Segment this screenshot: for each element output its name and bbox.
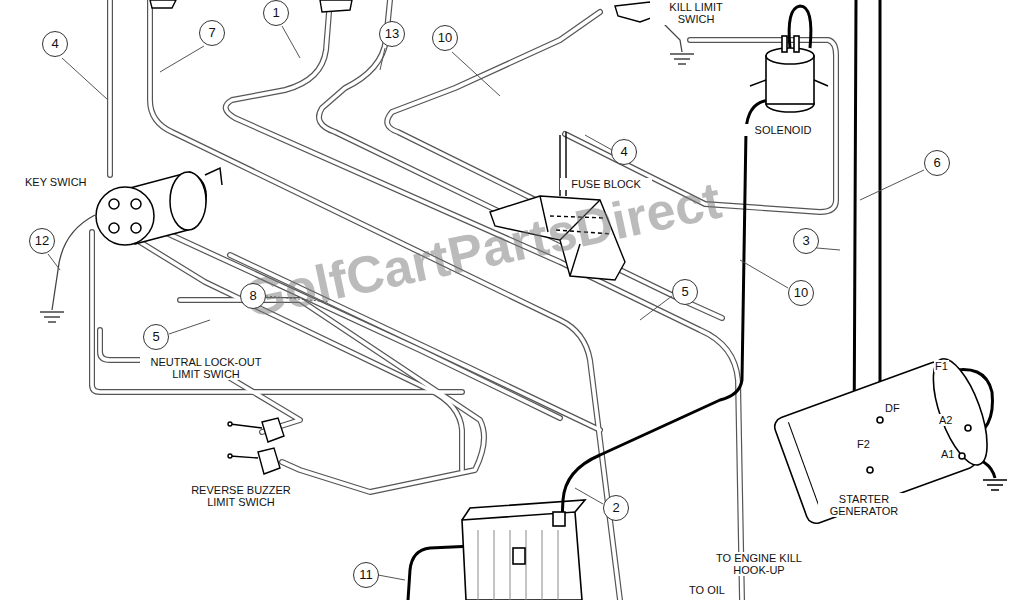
terminal-label: F2 (856, 438, 871, 450)
wiring-part (170, 172, 206, 230)
callout-number: 6 (924, 150, 950, 176)
wiring-part (52, 215, 95, 310)
wiring-part (877, 417, 883, 423)
callout-number: 3 (793, 228, 819, 254)
part-label: STARTER GENERATOR (818, 493, 910, 517)
wiring-part (782, 36, 787, 52)
wiring-part (150, 0, 620, 600)
wiring-part (452, 52, 500, 96)
wiring-part (750, 80, 828, 86)
wiring-part (380, 48, 385, 70)
wiring-part (575, 488, 603, 504)
wiring-part (922, 352, 998, 471)
part-label: TO ENGINE KILL HOOK-UP (708, 552, 810, 576)
solenoid (750, 36, 828, 112)
callout-number: 2 (603, 495, 629, 521)
terminal-label: DF (884, 402, 901, 414)
wiring-part (48, 254, 60, 270)
wiring-part (462, 500, 585, 520)
wiring-part (131, 199, 141, 209)
leader-lines (48, 26, 924, 580)
callout-number: 4 (611, 139, 637, 165)
wiring-part (100, 330, 300, 432)
wiring-part (180, 300, 484, 492)
wiring-part (965, 425, 971, 431)
wiring-part (109, 199, 119, 209)
wiring-part (228, 454, 232, 458)
terminal-label: F1 (934, 360, 949, 372)
wiring-part (879, 0, 882, 418)
wiring-part (226, 0, 742, 600)
starter-generator (772, 352, 998, 526)
callout-number: 1 (263, 0, 289, 26)
wiring-part (478, 530, 558, 600)
wiring-part (100, 330, 300, 432)
wiring-part (320, 0, 352, 12)
part-label: KEY SWICH (24, 176, 106, 188)
wiring-part (513, 548, 525, 564)
terminal-label: A2 (938, 414, 953, 426)
callout-number: 10 (788, 280, 814, 306)
wiring-part (226, 0, 742, 600)
wiring-part (860, 170, 924, 200)
wiring-part (262, 418, 284, 442)
callout-number: 12 (29, 228, 55, 254)
wiring-part (131, 223, 141, 233)
wiring-part (640, 296, 672, 320)
callout-number: 11 (353, 562, 379, 588)
callout-number: 10 (432, 25, 458, 51)
wiring-part (670, 54, 694, 64)
callout-number: 7 (199, 20, 225, 46)
limit-switches (228, 418, 284, 474)
ground-symbol (983, 480, 1007, 490)
wire-harness (92, 0, 836, 600)
wiring-part (150, 0, 176, 8)
wiring-part (772, 352, 998, 526)
wiring-part (109, 223, 119, 233)
wiring-part (108, 0, 112, 175)
wiring-part (766, 48, 814, 64)
wiring-part (40, 312, 64, 322)
part-label: NEUTRAL LOCK-OUT LIMIT SWICH (140, 356, 272, 380)
part-label: REVERSE BUZZER LIMIT SWICH (180, 484, 302, 508)
callout-number: 5 (672, 279, 698, 305)
battery-cables (408, 0, 995, 600)
terminal-label: A1 (940, 448, 955, 460)
callout-number: 13 (379, 21, 405, 47)
wiring-part (585, 135, 612, 150)
wiring-part (867, 467, 873, 473)
wiring-part (553, 512, 565, 526)
wiring-part (258, 448, 280, 474)
callout-number: 5 (143, 324, 169, 350)
battery (462, 500, 585, 600)
wiring-part (96, 187, 154, 245)
wiring-part (228, 422, 232, 426)
wiring-part (562, 100, 772, 520)
wiring-part (282, 26, 300, 58)
wiring-part (789, 6, 811, 48)
wiring-part (169, 320, 210, 334)
part-label: KILL LIMIT SWICH (650, 1, 742, 25)
wiring-part (983, 480, 1007, 490)
wiring-part (794, 36, 799, 52)
wiring-part (378, 575, 405, 580)
part-label: TO OIL (676, 584, 738, 596)
callout-number: 4 (42, 31, 68, 57)
wiring-part (160, 46, 204, 72)
wiring-part (205, 168, 222, 185)
wiring-part (740, 260, 788, 288)
key-switch (96, 168, 222, 245)
wiring-part (788, 422, 822, 514)
kill-limit-switch (150, 0, 662, 22)
part-label: SOLENOID (742, 124, 824, 136)
wiring-part (959, 453, 965, 459)
callout-number: 8 (240, 283, 266, 309)
wiring-part (62, 58, 108, 100)
wiring-part (462, 512, 582, 600)
wiring-part (150, 0, 620, 600)
wire-harness-inner (92, 0, 836, 600)
wiring-part (107, 0, 113, 175)
wiring-part (230, 424, 262, 458)
